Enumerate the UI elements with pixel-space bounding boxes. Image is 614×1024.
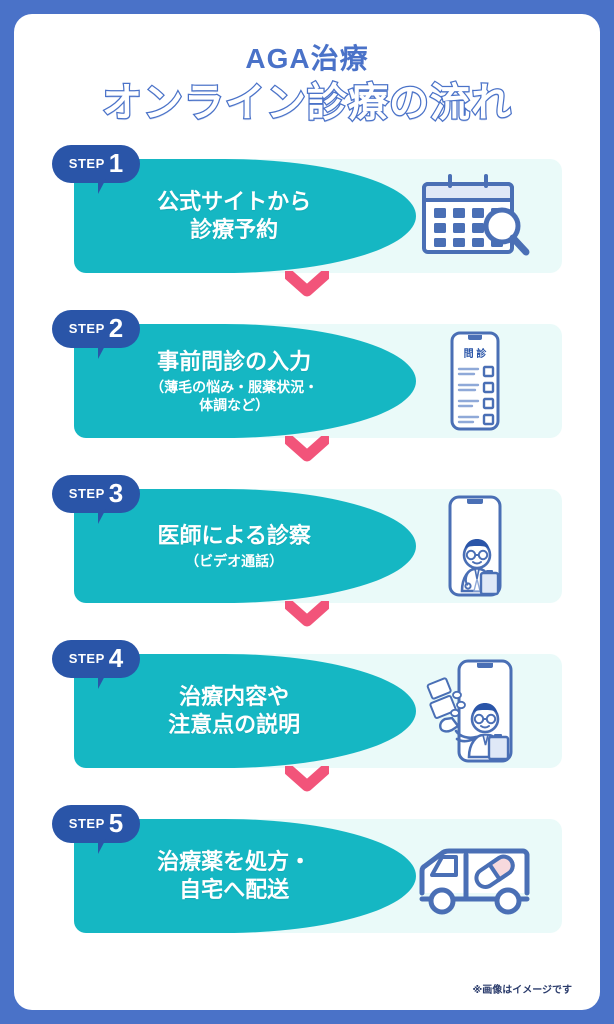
step-title: 医師による診察 xyxy=(157,522,311,548)
steps-list: 公式サイトから 診療予約 xyxy=(14,144,600,933)
step-title: 治療内容や 注意点の説明 xyxy=(168,683,301,737)
delivery-truck-pill-icon xyxy=(392,819,558,933)
phone-doctor-video-icon xyxy=(392,489,558,603)
badge-tail xyxy=(98,506,114,524)
calendar-search-icon xyxy=(392,159,558,273)
step-item-3[interactable]: 医師による診察 （ビデオ通話） xyxy=(52,474,562,627)
step-text-1: 公式サイトから 診療予約 xyxy=(74,159,386,273)
step-badge-3: STEP 3 xyxy=(52,474,140,524)
step-badge-label: STEP xyxy=(68,651,105,667)
step-text-3: 医師による診察 （ビデオ通話） xyxy=(74,489,386,603)
title-line-2: オンライン診療の流れ xyxy=(101,80,513,127)
step-badge-label: STEP xyxy=(68,816,105,832)
badge-tail xyxy=(98,176,114,194)
step-badge-number: 1 xyxy=(108,147,124,178)
chevron-down-icon xyxy=(283,269,331,304)
step-item-4[interactable]: 治療内容や 注意点の説明 xyxy=(52,639,562,792)
step-badge-number: 5 xyxy=(108,807,124,838)
chevron-down-icon xyxy=(283,434,331,469)
step-card-1: 公式サイトから 診療予約 xyxy=(74,158,562,273)
footer-note: ※画像はイメージです xyxy=(472,985,572,996)
step-badge-label: STEP xyxy=(68,321,105,337)
icon-inner-label: 問 診 xyxy=(464,347,488,360)
step-subtitle: （ビデオ通話） xyxy=(185,552,284,569)
step-card-4: 治療内容や 注意点の説明 xyxy=(74,653,562,768)
step-item-2[interactable]: 事前問診の入力 （薄毛の悩み・服薬状況・ 体調など） 問 診 xyxy=(52,309,562,462)
doctor-medicine-icon xyxy=(392,654,558,768)
step-card-5: 治療薬を処方・ 自宅へ配送 xyxy=(74,818,562,933)
phone-questionnaire-icon: 問 診 xyxy=(392,324,558,438)
step-text-5: 治療薬を処方・ 自宅へ配送 xyxy=(74,819,386,933)
step-text-4: 治療内容や 注意点の説明 xyxy=(74,654,386,768)
title-line-1: AGA治療 xyxy=(245,43,369,74)
step-badge-number: 3 xyxy=(108,477,124,508)
badge-tail xyxy=(98,341,114,359)
infographic-frame: AGA治療 オンライン診療の流れ 公式サイトから 診療予約 xyxy=(14,14,600,1010)
step-badge-number: 2 xyxy=(108,312,124,343)
badge-tail xyxy=(98,671,114,689)
step-badge-number: 4 xyxy=(108,642,124,673)
step-text-2: 事前問診の入力 （薄毛の悩み・服薬状況・ 体調など） xyxy=(74,324,386,438)
step-badge-1: STEP 1 xyxy=(52,144,140,194)
step-badge-label: STEP xyxy=(68,486,105,502)
chevron-down-icon xyxy=(283,599,331,634)
step-item-5[interactable]: 治療薬を処方・ 自宅へ配送 xyxy=(52,804,562,933)
step-badge-label: STEP xyxy=(68,156,105,172)
step-item-1[interactable]: 公式サイトから 診療予約 xyxy=(52,144,562,297)
step-card-3: 医師による診察 （ビデオ通話） xyxy=(74,488,562,603)
step-badge-4: STEP 4 xyxy=(52,639,140,689)
page-title: AGA治療 オンライン診療の流れ xyxy=(14,14,600,127)
step-subtitle: （薄毛の悩み・服薬状況・ 体調など） xyxy=(150,378,319,413)
step-title: 公式サイトから 診療予約 xyxy=(157,188,312,242)
step-title: 事前問診の入力 xyxy=(157,348,312,374)
step-card-2: 事前問診の入力 （薄毛の悩み・服薬状況・ 体調など） 問 診 xyxy=(74,323,562,438)
step-badge-2: STEP 2 xyxy=(52,309,140,359)
step-title: 治療薬を処方・ 自宅へ配送 xyxy=(157,848,312,902)
chevron-down-icon xyxy=(283,764,331,799)
badge-tail xyxy=(98,836,114,854)
step-badge-5: STEP 5 xyxy=(52,804,140,854)
